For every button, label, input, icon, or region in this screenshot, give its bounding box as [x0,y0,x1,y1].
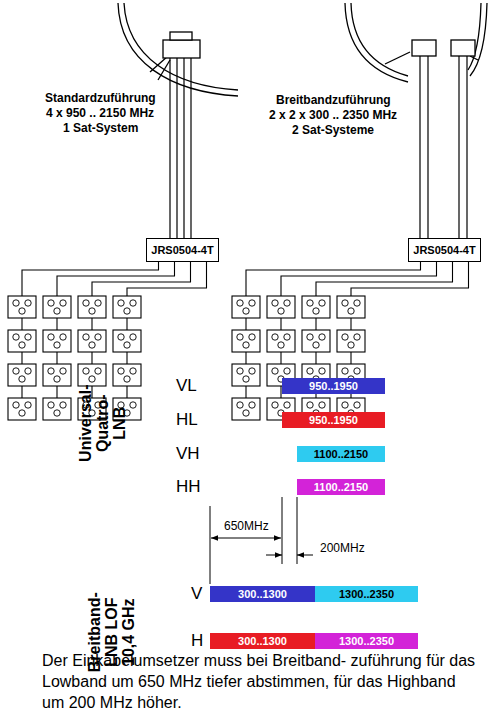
band-range: 1300..2350 [339,635,394,647]
distribution-cable [92,262,191,296]
distribution-cable [246,262,421,296]
outlet-socket [337,330,365,352]
loop-cable [280,318,281,330]
polarisation-label: VH [176,445,200,464]
outlet-socket [43,296,71,318]
loop-cable [91,318,92,330]
polarisation-label: V [191,585,202,604]
band-range: 950..1950 [309,380,358,392]
distribution-cable [316,262,453,296]
feed-description: 2 x 2 x 300 .. 2350 MHz [269,109,397,122]
loop-cable [91,352,92,364]
outlet-socket [232,330,260,352]
loop-cable [126,318,127,330]
loop-cable [315,352,316,364]
loop-cable [126,352,127,364]
band-range: 950..1950 [309,414,358,426]
outlet-socket [302,296,330,318]
distribution-cable [127,262,207,296]
frequency-band: 1300..2350 [315,586,418,602]
frequency-band: 950..1950 [282,378,385,394]
loop-cable [245,318,246,330]
multiswitch-box: JRS0504-4T [146,238,219,262]
band-range: 1300..2350 [339,588,394,600]
dish-left [118,3,238,96]
dimension-label: 650MHz [224,520,269,533]
loop-cable [126,386,127,398]
lnb-cables [170,56,467,238]
loop-cable [245,386,246,398]
loop-cable [56,318,57,330]
outlet-socket [78,330,106,352]
band-range: 300..1300 [238,635,287,647]
outlet-socket [302,330,330,352]
polarisation-label: H [191,632,203,651]
outlet-socket [232,364,260,386]
distribution-cable [281,262,437,296]
frequency-band: 1100..2150 [297,446,385,462]
feed-description: 4 x 950 .. 2150 MHz [46,107,154,120]
device-name: JRS0504-4T [413,244,475,256]
distribution-cable [57,262,175,296]
feed-description: 1 Sat-System [63,122,138,135]
polarisation-label: VL [176,377,197,396]
loop-cable [21,318,22,330]
outlet-socket [8,364,36,386]
feed-description: Breitbandzuführung [276,94,391,107]
outlet-socket [232,296,260,318]
loop-cable [56,386,57,398]
outlet-socket [8,296,36,318]
dimension-label: 200MHz [320,542,365,555]
distribution-cable [22,262,159,296]
outlet-socket [113,364,141,386]
outlet-socket [113,296,141,318]
band-range: 1100..2150 [314,481,368,493]
feed-description: Standardzuführung [45,92,156,105]
loop-cable [21,386,22,398]
outlet-socket [78,364,106,386]
outlet-socket [78,296,106,318]
outlet-socket [8,398,36,420]
loop-cable [315,318,316,330]
frequency-band: 950..1950 [282,412,385,428]
frequency-band: 1100..2150 [297,479,385,495]
loop-cable [280,352,281,364]
feed-description: 2 Sat-Systeme [292,124,374,137]
loop-cable [245,352,246,364]
outlet-socket [232,398,260,420]
loop-cable [21,352,22,364]
outlet-socket [113,330,141,352]
polarisation-label: HL [176,411,198,430]
multiswitch-box: JRS0504-4T [408,238,481,262]
dimension-lines [210,497,313,584]
band-range: 1100..2150 [314,448,368,460]
outlet-socket [8,330,36,352]
outlet-socket [43,364,71,386]
frequency-band: 300..1300 [210,633,315,649]
outlet-socket [267,330,295,352]
frequency-band: 1300..2350 [315,633,418,649]
distribution-cable [351,262,469,296]
loop-cable [350,352,351,364]
dishes-right [345,3,487,82]
outlet-socket [43,330,71,352]
lnb-type-label: Universal- Quatro- LNB [78,377,128,469]
polarisation-label: HH [176,478,201,497]
loop-cable [56,352,57,364]
outlet-socket [267,296,295,318]
caption-note: Der Einkabelumsetzer muss bei Breitband-… [42,651,482,713]
outlet-socket [337,296,365,318]
outlet-socket [43,398,71,420]
device-name: JRS0504-4T [151,244,213,256]
frequency-band: 300..1300 [210,586,315,602]
loop-cable [350,318,351,330]
band-range: 300..1300 [238,588,287,600]
